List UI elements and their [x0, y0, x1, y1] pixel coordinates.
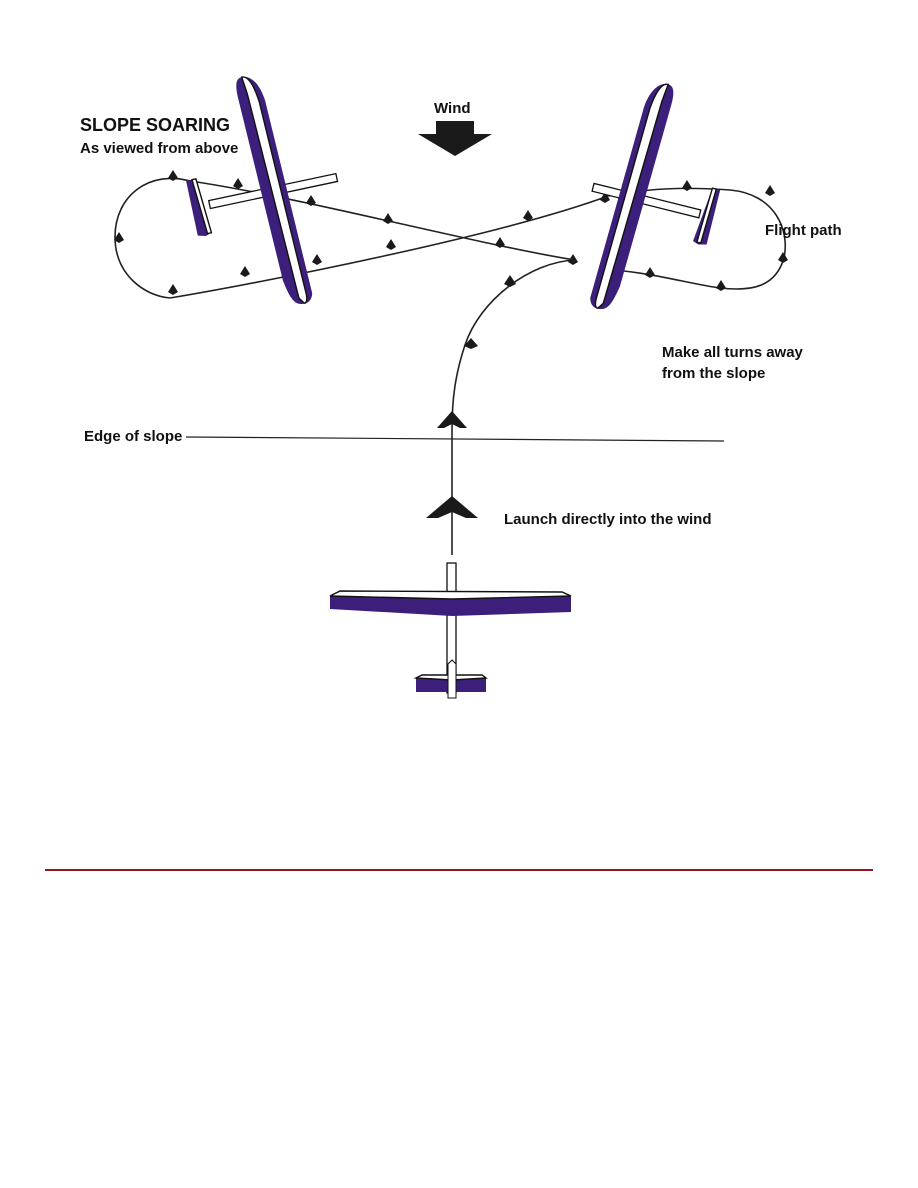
diagram-subtitle: As viewed from above: [80, 140, 238, 157]
direction-arrow-icon: [168, 284, 178, 295]
diagram-title: SLOPE SOARING: [80, 115, 230, 135]
direction-arrow-icon: [386, 239, 396, 250]
glider-icon: [329, 562, 572, 699]
edge-of-slope-label: Edge of slope: [84, 428, 182, 445]
direction-arrow-icon: [495, 237, 505, 248]
direction-arrow-icon: [765, 185, 775, 196]
direction-arrow-icon: [716, 280, 726, 291]
launch-label: Launch directly into the wind: [504, 511, 712, 528]
turns-note-line2: from the slope: [662, 365, 765, 382]
path-markers: [114, 170, 788, 349]
direction-arrow-icon: [312, 254, 322, 265]
wind-arrow-icon: [418, 121, 492, 156]
direction-arrow-icon: [464, 338, 478, 349]
flight-path: [114, 177, 786, 555]
direction-arrow-icon: [504, 275, 516, 287]
edge-of-slope-line: [185, 436, 725, 442]
direction-arrow-icon: [523, 210, 533, 221]
direction-arrow-icon: [682, 180, 692, 191]
glider-icon: [590, 83, 721, 310]
flight-path-label: Flight path: [765, 222, 842, 239]
direction-arrow-icon: [645, 267, 655, 278]
direction-arrow-icon: [168, 170, 178, 181]
direction-arrow-icon: [383, 213, 393, 224]
direction-arrow-icon: [240, 266, 250, 277]
direction-arrow-icon: [306, 195, 316, 206]
direction-arrow-icon: [426, 496, 478, 518]
glider-icon: [186, 76, 339, 304]
direction-arrow-icon: [778, 252, 788, 263]
direction-arrow-icon: [233, 178, 243, 189]
direction-arrow-icon: [437, 411, 467, 428]
wind-label: Wind: [434, 100, 471, 117]
turns-note-line1: Make all turns away: [662, 344, 804, 361]
direction-arrow-icon: [114, 232, 124, 243]
direction-arrow-icon: [568, 254, 578, 265]
direction-arrow-icon: [600, 192, 610, 203]
